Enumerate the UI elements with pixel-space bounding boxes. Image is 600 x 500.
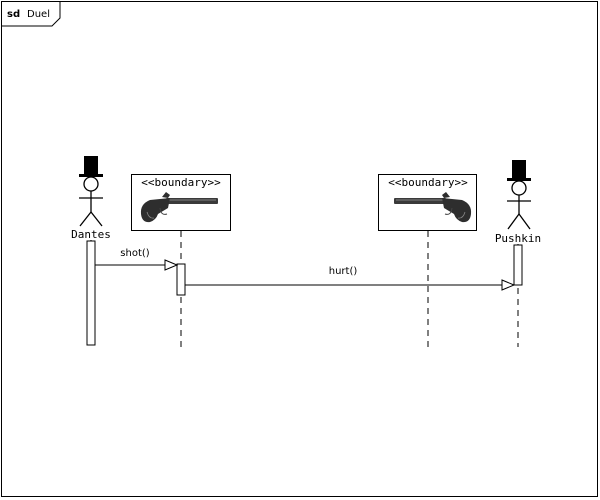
activation-pistol-left <box>176 263 186 296</box>
lifeline-pistol-left <box>176 231 186 347</box>
message-hurt[interactable]: hurt() <box>185 266 516 291</box>
top-hat-icon <box>79 156 103 177</box>
stick-figure-icon <box>79 176 103 227</box>
lifeline-pushkin <box>513 244 523 347</box>
pistol-icon <box>394 192 472 223</box>
activation-dantes <box>86 240 96 346</box>
pistol-icon <box>140 192 218 223</box>
frame-keyword: sd <box>7 9 20 20</box>
actor-pushkin-label: Pushkin <box>495 232 541 245</box>
message-hurt-label: hurt() <box>329 266 358 277</box>
arrowhead-icon <box>501 279 516 291</box>
message-shot-label: shot() <box>120 248 149 259</box>
top-hat-icon <box>507 160 531 181</box>
actor-dantes-label: Dantes <box>71 228 111 241</box>
boundary-pistol-right[interactable]: <<boundary>> <box>378 174 477 231</box>
actor-pushkin[interactable]: Pushkin <box>495 160 541 245</box>
actor-dantes[interactable]: Dantes <box>71 156 111 241</box>
frame-title: Duel <box>27 9 50 20</box>
message-shot[interactable]: shot() <box>95 248 179 271</box>
arrowhead-icon <box>164 259 179 271</box>
boundary-pistol-left[interactable]: <<boundary>> <box>131 174 231 231</box>
activation-pushkin <box>513 244 523 286</box>
stick-figure-icon <box>507 180 531 230</box>
boundary-left-stereotype: <<boundary>> <box>141 176 221 189</box>
lifeline-dantes <box>86 240 96 346</box>
boundary-right-stereotype: <<boundary>> <box>388 176 468 189</box>
